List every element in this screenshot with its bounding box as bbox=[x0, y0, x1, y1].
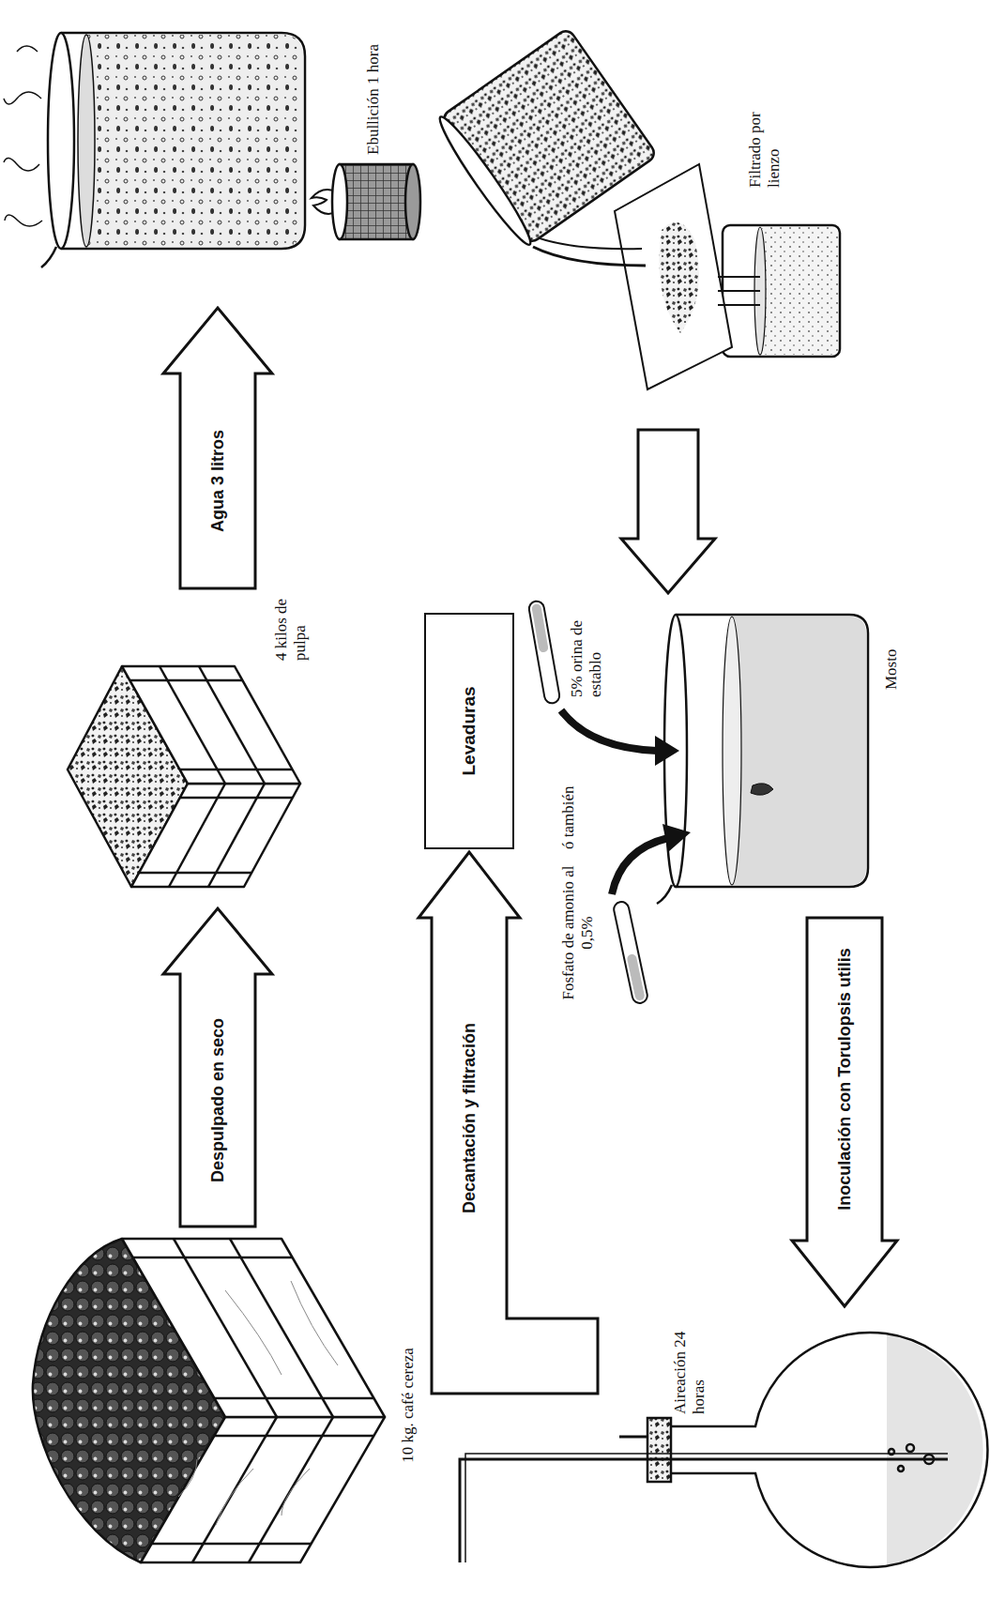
step-label: Aireación 24 horas bbox=[670, 1312, 708, 1415]
block-arrow bbox=[621, 429, 716, 594]
arrow-label: Agua 3 litros bbox=[183, 379, 252, 583]
tube-label: Fosfato de amonio al 0,5% bbox=[559, 862, 596, 1004]
arrow-label: Despulpado en seco bbox=[183, 979, 252, 1221]
illustrated-step: Ebullición 1 hora bbox=[9, 6, 423, 305]
illustrated-step: Mosto bbox=[647, 595, 939, 915]
illustrated-step: 4 kilos de pulpa bbox=[51, 591, 315, 906]
step-label: 10 kg. café cereza bbox=[398, 1229, 418, 1582]
block-arrow bbox=[418, 852, 598, 1394]
arrow-label: Inoculación con Torulopsis utilis bbox=[810, 923, 879, 1235]
block-arrow bbox=[163, 908, 273, 1227]
block-arrow bbox=[163, 307, 273, 589]
illustrated-step: Filtrado por lienzo bbox=[431, 6, 850, 427]
box-label: Levaduras bbox=[458, 685, 480, 776]
step-label: 4 kilos de pulpa bbox=[272, 591, 309, 661]
illustrated-step: 10 kg. café cereza bbox=[14, 1229, 442, 1582]
tube-label: ó también bbox=[559, 760, 579, 850]
arrow-label: Decantación y filtración bbox=[435, 923, 503, 1313]
process-box: Levaduras bbox=[424, 612, 515, 850]
step-label: Mosto bbox=[882, 605, 901, 690]
step-label: Ebullición 1 hora bbox=[364, 8, 383, 155]
illustrated-step: Aireación 24 horas bbox=[600, 1309, 995, 1591]
block-arrow bbox=[791, 917, 898, 1307]
step-label: Filtrado por lienzo bbox=[746, 84, 783, 188]
tube-label: 5% orina de establo bbox=[567, 593, 605, 698]
